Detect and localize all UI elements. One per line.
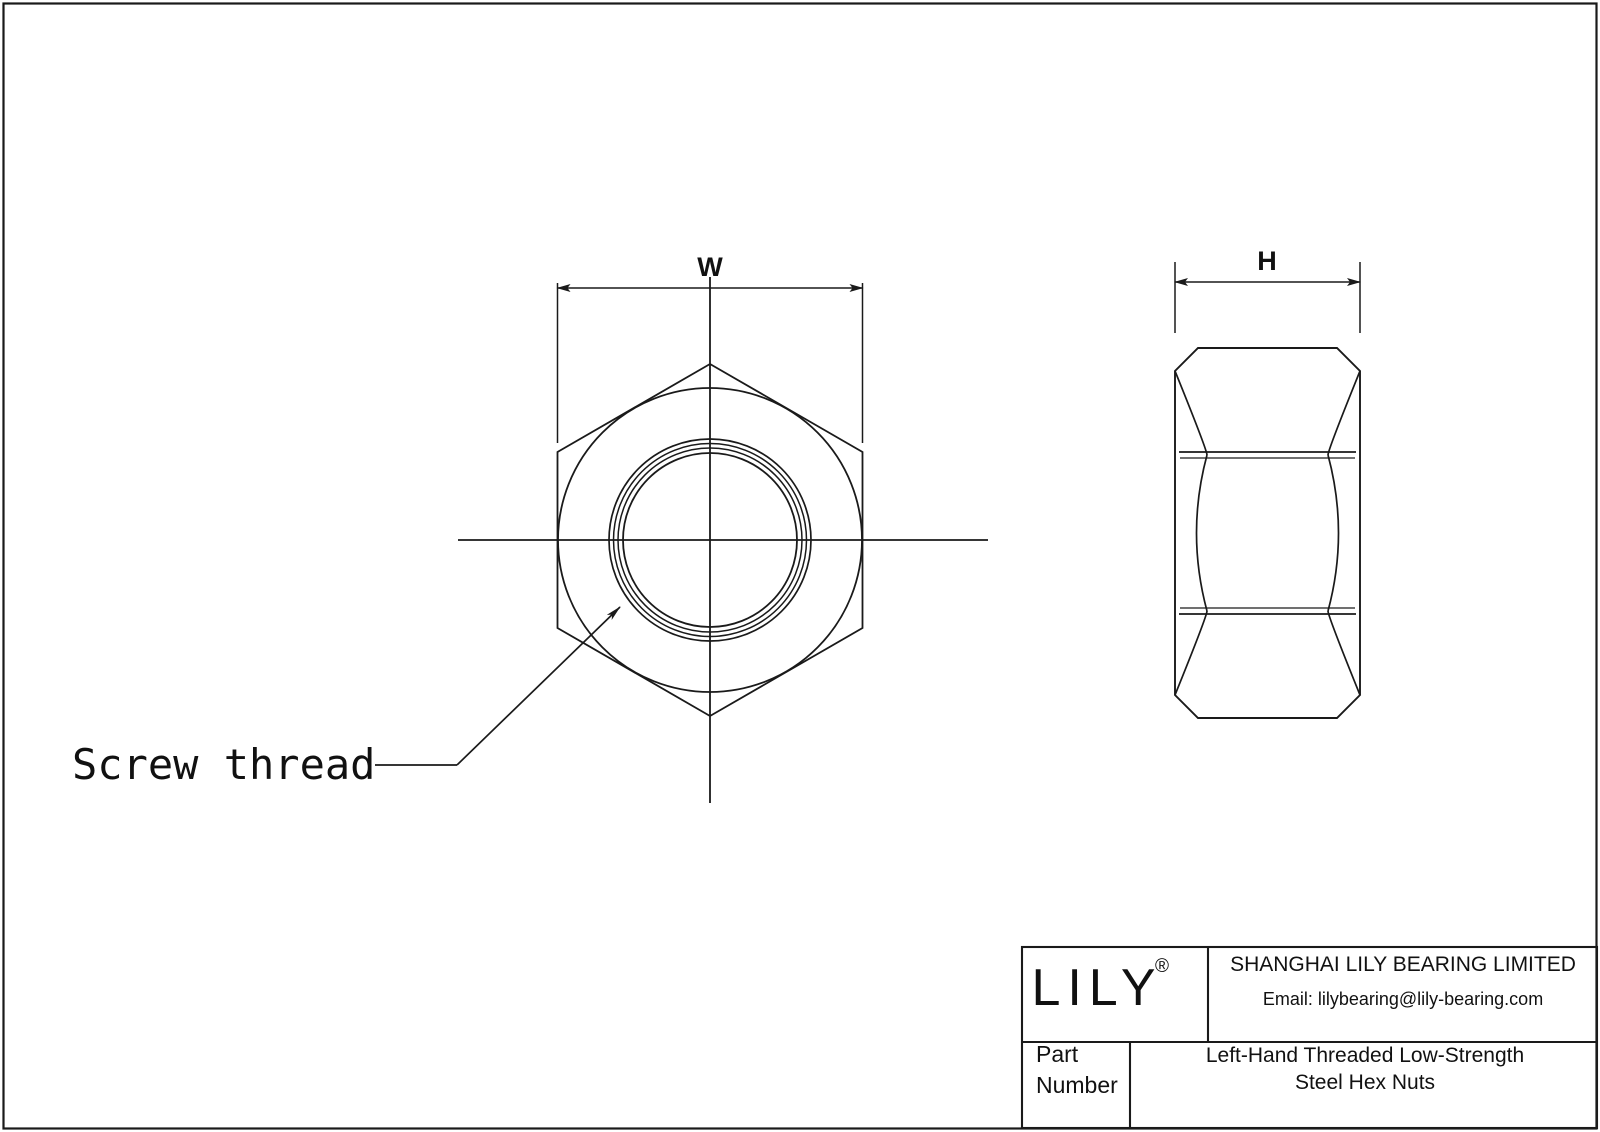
screw-thread-label: Screw thread	[72, 740, 375, 789]
chamfer-arc-bottom-left	[1174, 610, 1208, 696]
height-dimension-label: H	[1257, 246, 1277, 276]
thread-minor-circle	[622, 452, 798, 628]
thread-pitch-circle	[612, 442, 808, 638]
flat-arc-left	[1195, 454, 1208, 612]
company-name: SHANGHAI LILY BEARING LIMITED	[1230, 953, 1576, 976]
side-view: H	[1174, 246, 1361, 719]
chamfer-arc-bottom-right	[1327, 610, 1361, 696]
flat-arc-right	[1327, 454, 1340, 612]
part-number-label-line2: Number	[1036, 1072, 1118, 1098]
part-title-line2: Steel Hex Nuts	[1295, 1071, 1435, 1094]
hexagon-outline	[556, 362, 864, 718]
part-number-label-line1: Part	[1036, 1041, 1079, 1067]
lily-logo-text: LILY	[1031, 959, 1162, 1017]
registered-trademark-icon: ®	[1155, 956, 1169, 977]
side-outline	[1174, 347, 1361, 719]
chamfer-arc-top-right	[1327, 370, 1361, 456]
width-dimension-label: W	[697, 252, 723, 282]
chamfer-circle	[557, 387, 863, 693]
width-dimension: W	[556, 252, 864, 443]
thread-major-circle	[608, 438, 812, 642]
title-block-frame	[1020, 945, 1599, 1130]
part-title-line1: Left-Hand Threaded Low-Strength	[1206, 1044, 1524, 1067]
chamfer-arc-top-left	[1174, 370, 1208, 456]
screw-thread-callout: Screw thread	[72, 606, 621, 789]
title-block: LILY ® SHANGHAI LILY BEARING LIMITED Ema…	[1020, 945, 1599, 1130]
thread-crest-circle	[617, 447, 803, 633]
height-dimension: H	[1174, 246, 1361, 333]
front-view: W Screw thread	[72, 252, 988, 803]
leader-diagonal-segment	[456, 606, 621, 766]
company-email: Email: lilybearing@lily-bearing.com	[1263, 989, 1543, 1009]
